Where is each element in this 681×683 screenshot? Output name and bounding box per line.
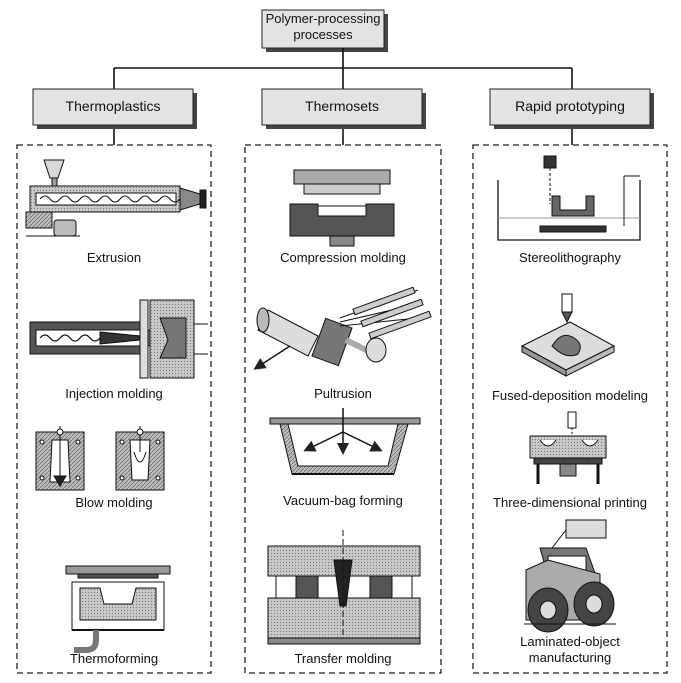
process-pultrusion: Pultrusion <box>314 386 372 401</box>
injection-molding-illustration <box>29 299 208 379</box>
root-node <box>261 9 388 52</box>
process-injection-molding: Injection molding <box>65 386 163 401</box>
process-transfer-molding: Transfer molding <box>294 651 392 666</box>
thermoforming-illustration <box>65 565 171 653</box>
process-compression-molding: Compression molding <box>280 250 406 265</box>
process-stereolithography: Stereolithography <box>519 250 621 265</box>
process-blow-molding: Blow molding <box>75 495 153 510</box>
header-thermoplastics-box <box>32 88 197 129</box>
blow-molding-illustration <box>35 426 165 491</box>
laminated-object-manufacturing-illustration <box>524 519 616 633</box>
fused-deposition-modeling-illustration <box>520 293 616 377</box>
header-thermosets-box <box>261 88 426 129</box>
three-dimensional-printing-illustration <box>529 411 607 484</box>
header-rapid-prototyping-box <box>489 88 654 129</box>
header-thermoplastics: Thermoplastics <box>65 98 161 114</box>
vacuum-bag-forming-illustration <box>269 408 421 475</box>
transfer-molding-illustration <box>267 530 421 645</box>
process-extrusion: Extrusion <box>86 250 142 265</box>
process-vacuum-bag-forming: Vacuum-bag forming <box>283 493 403 508</box>
process-three-dimensional-printing: Three-dimensional printing <box>493 495 647 510</box>
extrusion-illustration <box>25 159 207 237</box>
compression-molding-illustration <box>289 169 395 247</box>
header-thermosets: Thermosets <box>305 98 379 114</box>
column-thermosets <box>244 144 442 674</box>
process-laminated-object-manufacturing: Laminated-object manufacturing <box>520 634 620 665</box>
header-rapid-prototyping: Rapid prototyping <box>515 98 625 114</box>
column-rapid-prototyping <box>472 144 668 674</box>
stereolithography-illustration <box>497 155 641 241</box>
process-thermoforming: Thermoforming <box>69 651 159 666</box>
tree-connectors <box>113 48 573 145</box>
pultrusion-illustration <box>253 286 432 370</box>
root-node-label: Polymer-processing processes <box>265 11 381 42</box>
column-thermoplastics <box>16 144 212 674</box>
process-fused-deposition-modeling: Fused-deposition modeling <box>491 388 649 403</box>
